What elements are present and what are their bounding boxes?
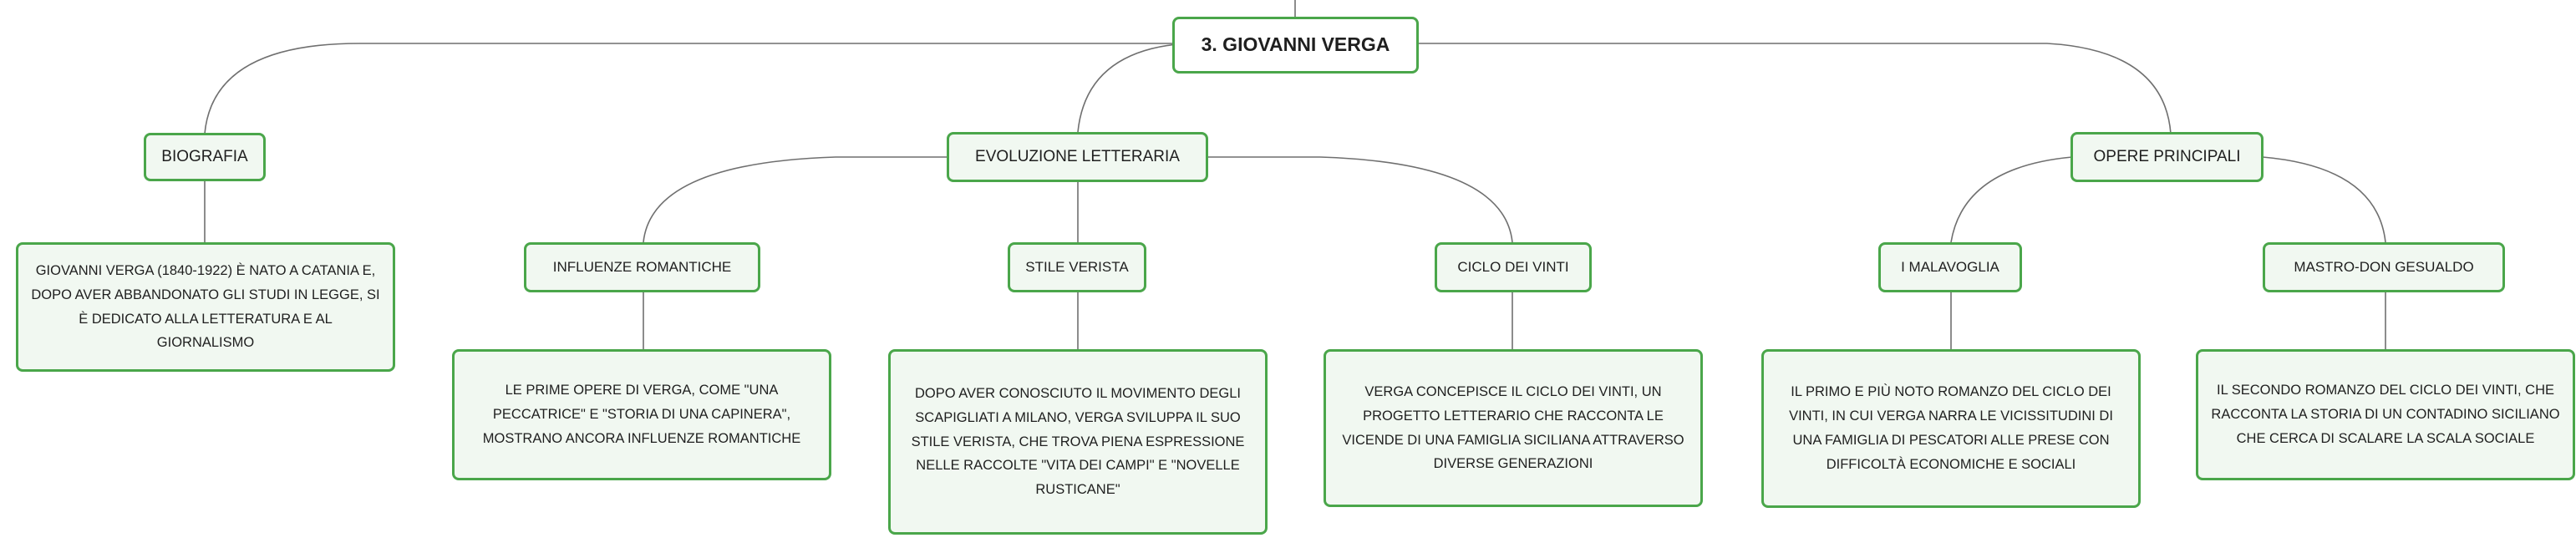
node-biografia[interactable]: Biografia <box>144 133 266 181</box>
node-opere-principali[interactable]: Opere principali <box>2070 132 2264 182</box>
node-influenze-romantiche[interactable]: Influenze romantiche <box>524 242 760 292</box>
node-i-malavoglia[interactable]: I Malavoglia <box>1878 242 2022 292</box>
connector-root-opere <box>1412 43 2172 134</box>
connector-evoluzione-influenze <box>643 156 948 243</box>
node-evoluzione-label: Evoluzione letteraria <box>975 148 1180 166</box>
root-node[interactable]: 3. Giovanni Verga <box>1172 17 1419 74</box>
leaf-ciclo-text: Verga concepisce il Ciclo dei vinti, un … <box>1342 383 1684 472</box>
leaf-malavoglia-text: Il primo e più noto romanzo del Ciclo de… <box>1789 384 2113 472</box>
connector-evoluzione-ciclo <box>1207 156 1513 243</box>
leaf-biografia[interactable]: Giovanni Verga (1840-1922) è nato a Cata… <box>16 242 395 372</box>
node-malavoglia-label: I Malavoglia <box>1901 258 1999 275</box>
leaf-stile-verista[interactable]: Dopo aver conosciuto il movimento degli … <box>888 349 1268 535</box>
leaf-ciclo-dei-vinti[interactable]: Verga concepisce il Ciclo dei vinti, un … <box>1324 349 1703 507</box>
node-mastro-label: Mastro-don Gesualdo <box>2294 258 2474 275</box>
leaf-influenze-romantiche[interactable]: Le prime opere di Verga, come "Una pecca… <box>452 349 831 480</box>
node-influenze-label: Influenze romantiche <box>552 258 732 275</box>
node-biografia-label: Biografia <box>161 148 248 166</box>
node-ciclo-dei-vinti[interactable]: Ciclo dei vinti <box>1435 242 1592 292</box>
leaf-mastro-text: Il secondo romanzo del Ciclo dei vinti, … <box>2211 383 2560 446</box>
connector-opere-malavoglia <box>1950 156 2073 243</box>
node-opere-label: Opere principali <box>2093 148 2241 166</box>
node-ciclo-label: Ciclo dei vinti <box>1457 258 1569 275</box>
node-evoluzione-letteraria[interactable]: Evoluzione letteraria <box>947 132 1208 182</box>
connector-opere-mastro <box>2262 156 2386 243</box>
leaf-stile-text: Dopo aver conosciuto il movimento degli … <box>911 385 1245 498</box>
leaf-biografia-text: Giovanni Verga (1840-1922) è nato a Cata… <box>31 262 380 351</box>
node-stile-label: Stile verista <box>1025 258 1129 275</box>
root-label: 3. Giovanni Verga <box>1201 33 1390 56</box>
node-stile-verista[interactable]: Stile verista <box>1008 242 1146 292</box>
leaf-mastro-don-gesualdo[interactable]: Il secondo romanzo del Ciclo dei vinti, … <box>2196 349 2575 480</box>
connector-root-biografia <box>204 43 1186 134</box>
connector-root-evoluzione <box>1077 43 1187 133</box>
leaf-influenze-text: Le prime opere di Verga, come "Una pecca… <box>482 383 801 446</box>
leaf-i-malavoglia[interactable]: Il primo e più noto romanzo del Ciclo de… <box>1761 349 2141 508</box>
node-mastro-don-gesualdo[interactable]: Mastro-don Gesualdo <box>2263 242 2505 292</box>
